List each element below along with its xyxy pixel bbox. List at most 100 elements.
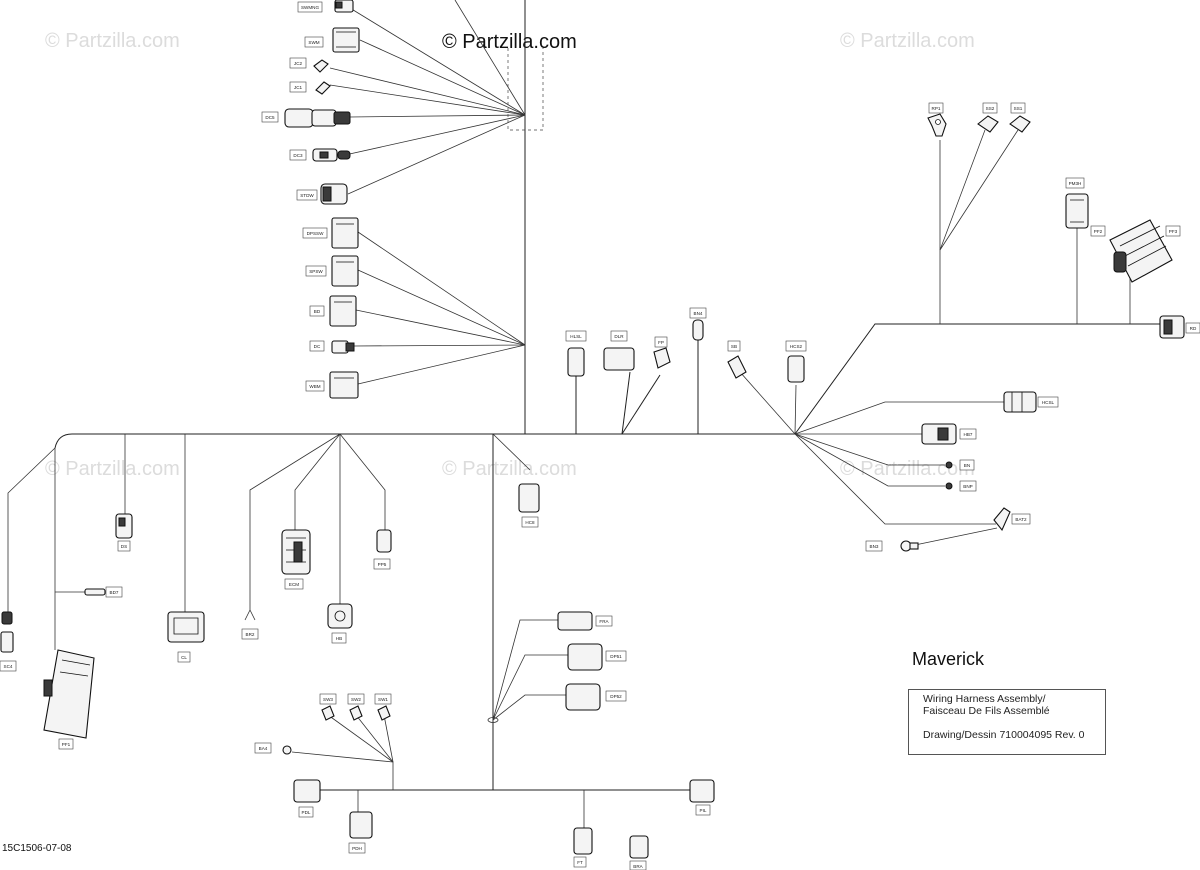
label-cl: CL [177, 651, 191, 663]
label-text-sb: SB [731, 344, 737, 349]
connector-stdw [320, 183, 348, 205]
connector-bd [329, 295, 357, 327]
connector-swmng [334, 0, 354, 13]
label-ds: DS [117, 540, 131, 552]
label-text-dlr: DLR [614, 334, 624, 339]
connector-dc [331, 340, 355, 354]
connector-dlr [603, 347, 635, 371]
connector-bnp [945, 482, 953, 490]
label-ba4: BA4 [254, 742, 272, 754]
upper-fan-wires [329, 0, 544, 385]
connector-bn [945, 461, 953, 469]
connector-dpssw [331, 217, 359, 249]
label-text-hb: HB [336, 636, 342, 641]
label-dc: DC [309, 340, 325, 352]
label-text-jc2: JC2 [294, 61, 303, 66]
label-rp1: RP1 [928, 102, 944, 114]
connector-hlsl [567, 347, 585, 377]
label-pm3h: PM3H [1065, 177, 1085, 189]
connector-ft [573, 827, 593, 855]
label-ecm: ECM [284, 578, 304, 590]
label-text-br2: BR2 [246, 632, 255, 637]
label-stdw: STDW [296, 189, 318, 201]
connector-hcsl [1003, 391, 1037, 413]
label-br2: BR2 [241, 628, 259, 640]
label-text-bd7: BD7 [110, 590, 119, 595]
title-block-line1: Wiring Harness Assembly/ [923, 693, 1046, 705]
label-text-stdw: STDW [300, 193, 314, 198]
label-text-dp52: DP52 [610, 694, 622, 699]
label-ss2: SS2 [982, 102, 998, 114]
label-text-pp5: PP5 [378, 562, 387, 567]
label-text-rd: RD [1190, 326, 1197, 331]
connector-wbm [329, 371, 359, 399]
label-text-swm: SWM [308, 40, 319, 45]
label-ft: FT [573, 856, 587, 868]
label-rd: RD [1185, 322, 1200, 334]
connector-sb [727, 355, 747, 379]
connector-jc1 [315, 81, 331, 95]
label-wbm: WBM [305, 380, 325, 392]
watermark-mid-right: © Partzilla.com [840, 458, 975, 480]
label-jc1: JC1 [289, 81, 307, 93]
connector-fra [557, 611, 593, 631]
label-sc4: SC4 [0, 660, 17, 672]
connector-hb7 [921, 423, 957, 445]
label-text-bnp: BNP [963, 484, 972, 489]
label-dp51: DP51 [605, 650, 627, 662]
label-text-pdl: PDL [302, 810, 311, 815]
label-hcsl: HCSL [1037, 396, 1059, 408]
watermark-main: © Partzilla.com [442, 31, 577, 53]
label-hc8: HC8 [521, 516, 539, 528]
label-text-sw3: SW3 [323, 697, 333, 702]
label-text-dp51: DP51 [610, 654, 622, 659]
connector-rd [1159, 315, 1185, 339]
watermark-top-right: © Partzilla.com [840, 30, 975, 52]
connector-ecm [281, 529, 311, 575]
label-text-ba4: BA4 [259, 746, 268, 751]
label-text-pf1: PF1 [62, 742, 71, 747]
label-text-pil: PIL [700, 808, 707, 813]
label-fp: FP [654, 336, 668, 348]
label-dc5: DC5 [261, 111, 279, 123]
connector-bn4 [692, 319, 704, 341]
title-block: Wiring Harness Assembly/ Faisceau De Fil… [908, 689, 1106, 755]
connector-ds [115, 513, 133, 539]
label-text-dc5: DC5 [265, 115, 275, 120]
watermark-mid-center: © Partzilla.com [442, 458, 577, 480]
label-bra: BRA [629, 860, 647, 870]
connector-bn3 [900, 540, 919, 552]
connector-pm3h [1065, 193, 1089, 229]
label-text-dpssw: DPSSW [307, 231, 325, 236]
label-text-ss1: SS1 [1014, 106, 1023, 111]
label-text-wbm: WBM [309, 384, 320, 389]
label-text-dc: DC [314, 344, 321, 349]
label-dp52: DP52 [605, 690, 627, 702]
connector-hc8 [518, 483, 540, 513]
drawing-code: 15C1506-07-08 [2, 843, 72, 854]
label-spsw: SPSW [305, 265, 327, 277]
label-hb: HB [331, 632, 347, 644]
connector-hcs2 [787, 355, 805, 383]
label-text-pm3h: PM3H [1069, 181, 1082, 186]
label-text-hcs2: HCS2 [790, 344, 803, 349]
label-sw3: SW3 [319, 693, 337, 705]
label-bd7: BD7 [105, 586, 123, 598]
label-text-hlsl: HLSL [570, 334, 582, 339]
connector-dc5 [284, 108, 351, 128]
label-bn3: BN3 [865, 540, 883, 552]
label-text-bn3: BN3 [870, 544, 879, 549]
label-text-sc4: SC4 [4, 664, 13, 669]
connector-pil [689, 779, 715, 803]
label-bnp: BNP [959, 480, 977, 492]
label-text-sw1: SW1 [378, 697, 388, 702]
label-text-dc3: DC3 [293, 153, 303, 158]
connector-hb [327, 603, 353, 629]
label-fra: FRA [595, 615, 613, 627]
label-bat2: BAT2 [1011, 513, 1031, 525]
label-text-hb7: HB7 [964, 432, 973, 437]
connector-dp51 [567, 643, 603, 671]
connector-pdl [293, 779, 321, 803]
label-text-fra: FRA [599, 619, 609, 624]
